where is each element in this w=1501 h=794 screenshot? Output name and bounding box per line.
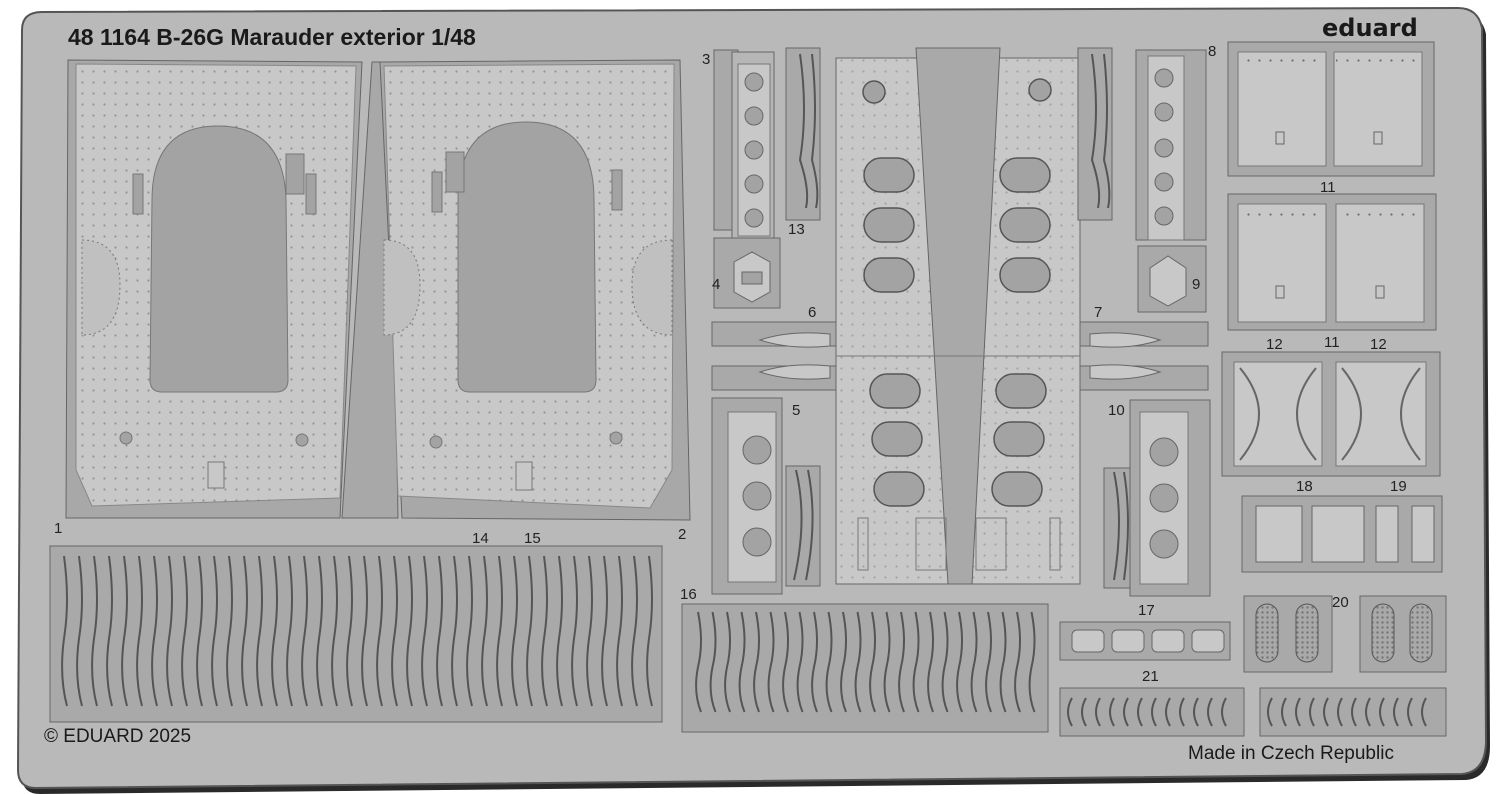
parts-13-15-strips bbox=[49, 545, 663, 723]
label-part-14: 14 bbox=[472, 530, 489, 547]
label-part-8: 8 bbox=[1208, 43, 1217, 60]
label-part-7: 7 bbox=[1094, 304, 1103, 321]
parts-5-16-left bbox=[711, 397, 821, 595]
label-part-1: 1 bbox=[54, 520, 63, 537]
parts-18-19 bbox=[1241, 495, 1443, 573]
label-part-21: 21 bbox=[1142, 668, 1159, 685]
part-17 bbox=[1059, 621, 1231, 661]
parts-20-grilles bbox=[1243, 595, 1447, 673]
label-part-18: 18 bbox=[1296, 478, 1313, 495]
label-part-2: 2 bbox=[678, 526, 687, 543]
part-1-panel bbox=[65, 59, 363, 519]
parts-16-strips bbox=[681, 603, 1049, 733]
label-part-9: 9 bbox=[1192, 276, 1201, 293]
label-part-16: 16 bbox=[680, 586, 697, 603]
label-part-15: 15 bbox=[524, 530, 541, 547]
parts-10-16-right bbox=[1103, 399, 1211, 597]
parts-21-strips bbox=[1059, 687, 1447, 737]
label-part-3: 3 bbox=[702, 51, 711, 68]
parts-8-9-column bbox=[1077, 47, 1207, 313]
label-part-20: 20 bbox=[1332, 594, 1349, 611]
label-part-11-top: 11 bbox=[1320, 179, 1336, 196]
label-part-6: 6 bbox=[808, 304, 817, 321]
large-center-panel bbox=[835, 47, 1081, 585]
brand-logo: eduard bbox=[1322, 14, 1418, 42]
parts-12-panels bbox=[1221, 351, 1441, 477]
label-part-12-right: 12 bbox=[1370, 336, 1387, 353]
parts-6-7-bars bbox=[711, 321, 1209, 391]
label-part-17: 17 bbox=[1138, 602, 1155, 619]
part-2-panel bbox=[379, 59, 691, 521]
label-part-10: 10 bbox=[1108, 402, 1125, 419]
copyright-text: © EDUARD 2025 bbox=[44, 726, 192, 747]
parts-3-4-column bbox=[713, 47, 821, 309]
label-part-4: 4 bbox=[712, 276, 721, 293]
label-part-12-left: 12 bbox=[1266, 336, 1283, 353]
label-part-13: 13 bbox=[788, 221, 805, 238]
sheet-title: 48 1164 B-26G Marauder exterior 1/48 bbox=[68, 24, 476, 50]
origin-text: Made in Czech Republic bbox=[1188, 743, 1394, 764]
parts-11-panels bbox=[1227, 41, 1437, 331]
label-part-19: 19 bbox=[1390, 478, 1407, 495]
label-part-11-bottom: 11 bbox=[1324, 334, 1340, 351]
label-part-5: 5 bbox=[792, 402, 801, 419]
